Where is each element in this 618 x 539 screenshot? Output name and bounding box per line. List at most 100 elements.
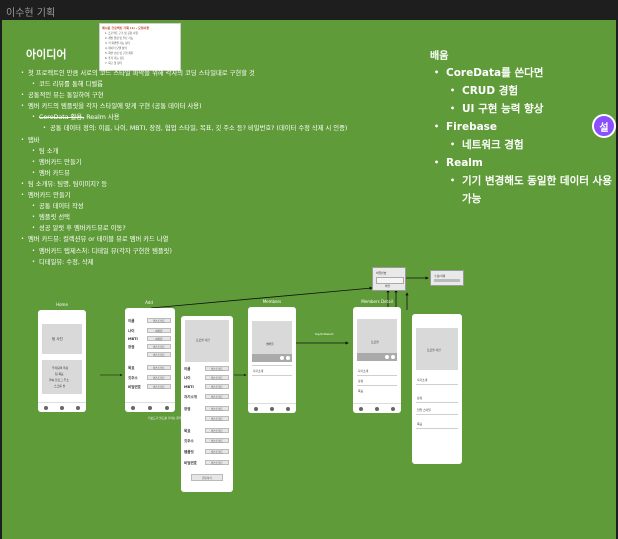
divider (252, 375, 292, 376)
form-label: MBTI (128, 337, 138, 341)
idea-notes[interactable]: •첫 프로젝트인 만큼 서로의 코드 스타일 파악을 위해 각자의 코딩 스타일… (20, 68, 380, 268)
divider (416, 402, 458, 403)
form-field[interactable]: 텍스트필드 (205, 394, 229, 399)
form-field[interactable]: 텍스트필드 (205, 449, 229, 454)
members-screen[interactable]: 멤버들 자기소개 (248, 307, 296, 413)
form-field[interactable]: 피커뷰 (147, 328, 171, 333)
popup-title: 비밀번호 (376, 271, 387, 275)
form-label: 깃주소 (128, 376, 138, 380)
divider (416, 414, 458, 415)
form-field[interactable]: 텍스트필드 (205, 384, 229, 389)
circle-icon[interactable] (280, 356, 284, 360)
form-field[interactable]: 텍스트필드 (205, 416, 229, 421)
form-field[interactable]: 텍스트필드 (147, 365, 171, 370)
idea-note: •공통적인 뷰는 통일하여 구현 (21, 92, 104, 100)
profile-photo-label: 프로필 사진 (196, 338, 210, 342)
doc-card-line: 6. 추가 기능 검토 (105, 57, 125, 60)
idea-note: •템플릿 선택 (32, 214, 70, 222)
form-label: 나이 (128, 329, 135, 333)
tab-icon[interactable] (60, 405, 64, 410)
idea-note: •팀 소개뷰: 팀명, 팀이미지? 등 (21, 180, 108, 188)
detail-item: 장점 (417, 396, 423, 400)
popup-field[interactable] (376, 277, 404, 284)
form-field[interactable]: 텍스트필드 (147, 384, 171, 389)
tab-bar[interactable] (353, 403, 401, 413)
edit-delete-popup[interactable]: 수정/삭제 (430, 270, 464, 286)
tab-bar[interactable] (248, 403, 296, 413)
form-field[interactable]: 텍스트필드 (205, 428, 229, 433)
password-popup[interactable]: 비밀번호 확인 (372, 267, 406, 291)
team-photo-label: 팀 사진 (52, 337, 63, 341)
idea-note: •멤버카드 탭제스처: 디테일 뷰(각자 구현한 템플릿) (32, 247, 172, 255)
idea-note: •멤버카드 만들기 (21, 192, 71, 200)
learning-title: 배움 (430, 51, 449, 62)
idea-title: 아이디어 (26, 48, 67, 61)
idea-note: •공통 데이터 정의: 이름, 나이, MBTI, 장점, 협업 스타일, 목표… (43, 125, 348, 133)
profile-photo-placeholder[interactable] (185, 320, 229, 362)
home-desc: 팀 목표 (55, 372, 64, 376)
idea-note: •탭바 (21, 136, 40, 144)
tab-icon[interactable] (375, 406, 379, 411)
form-field[interactable]: 텍스트필드 (205, 460, 229, 465)
form-label: 장점 (128, 345, 135, 349)
scroll-area[interactable] (42, 360, 82, 394)
planning-doc-card[interactable]: 제시된 프로젝트 기획 (1) - 요청사항 1. 프로젝트 구조 및 공통 사… (99, 23, 181, 71)
members-detail-screen[interactable]: 프로필 자기소개 장점 목표 (353, 307, 401, 413)
detail-long-screen[interactable]: 프로필 사진 자기소개 장점 협업 스타일 목표 (412, 314, 462, 464)
tab-icon[interactable] (391, 406, 395, 411)
form-field[interactable]: 텍스트필드 (147, 318, 171, 323)
form-label: 자기소개 (184, 395, 197, 399)
user-avatar[interactable]: 설 (592, 114, 616, 138)
frame-title[interactable]: 이수현 기획 (6, 8, 56, 19)
idea-note: •첫 프로젝트인 만큼 서로의 코드 스타일 파악을 위해 각자의 코딩 스타일… (21, 70, 255, 77)
circle-icon[interactable] (385, 355, 389, 359)
divider (416, 384, 458, 385)
tab-icon[interactable] (76, 405, 80, 410)
tab-icon[interactable] (270, 406, 274, 411)
tab-icon[interactable] (164, 405, 169, 410)
detail-item: 장점 (358, 379, 364, 383)
tab-icon[interactable] (147, 405, 152, 410)
member-item[interactable]: 자기소개 (253, 369, 264, 373)
tab-icon[interactable] (44, 405, 48, 410)
canvas-board[interactable]: 제시된 프로젝트 기획 (1) - 요청사항 1. 프로젝트 구조 및 공통 사… (2, 20, 616, 539)
form-field[interactable]: 텍스트필드 (147, 344, 171, 349)
form-field[interactable]: 텍스트필드 (147, 375, 171, 380)
form-field[interactable]: 텍스트필드 (205, 406, 229, 411)
detail-item: 목표 (417, 422, 423, 426)
tab-bar[interactable] (38, 402, 86, 412)
form-label: 목표 (184, 429, 191, 433)
member-card-label: 멤버들 (266, 342, 274, 346)
circle-icon[interactable] (391, 355, 395, 359)
learning-note: •UI 구현 능력 향상 (450, 103, 544, 115)
doc-card-line: 3. 각 화면별 기능 정리 (105, 42, 130, 45)
complete-button[interactable]: 완료하기 (191, 474, 223, 481)
circle-icon[interactable] (286, 356, 290, 360)
detail-footer (357, 353, 397, 361)
form-field[interactable]: 텍스트필드 (205, 366, 229, 371)
add-long-screen[interactable]: 프로필 사진 이름 텍스트필드 나이 텍스트필드 MBTI 텍스트필드 자기소개… (181, 316, 233, 492)
form-label: 목표 (128, 366, 135, 370)
form-label: MBTI (184, 385, 194, 389)
learning-note: •네트워크 경험 (450, 139, 524, 151)
add-screen[interactable]: 이름 텍스트필드 나이 피커뷰 MBTI 피커뷰 장점 텍스트필드 텍스트필드 … (125, 308, 175, 412)
form-label: 장점 (184, 407, 191, 411)
tab-icon[interactable] (286, 406, 290, 411)
form-field[interactable]: 텍스트필드 (147, 352, 171, 357)
form-field[interactable]: 텍스트필드 (205, 438, 229, 443)
form-field[interactable]: 피커뷰 (147, 336, 171, 341)
tab-icon[interactable] (131, 405, 136, 410)
learning-notes[interactable]: •CoreData를 쓴다면 •CRUD 경험 •UI 구현 능력 향상 •Fi… (432, 64, 612, 208)
popup-confirm[interactable]: 확인 (385, 284, 391, 288)
form-field[interactable]: 텍스트필드 (205, 375, 229, 380)
tab-icon[interactable] (359, 406, 363, 411)
divider (416, 428, 458, 429)
doc-card-line: 2. 개발 일정 및 주요 기능 (105, 37, 134, 40)
home-screen[interactable]: 팀 사진 우리팀의 특징 팀 목표 약속 블로그 주소 스크롤 뷰 (38, 310, 86, 412)
tab-bar[interactable] (125, 402, 175, 412)
profile-image-placeholder (357, 319, 397, 359)
idea-note: •성공 알럿 후 멤버카드뷰로 이동? (32, 225, 126, 233)
tab-icon[interactable] (254, 406, 258, 411)
home-desc: 스크롤 뷰 (54, 384, 66, 388)
divider (252, 365, 292, 366)
